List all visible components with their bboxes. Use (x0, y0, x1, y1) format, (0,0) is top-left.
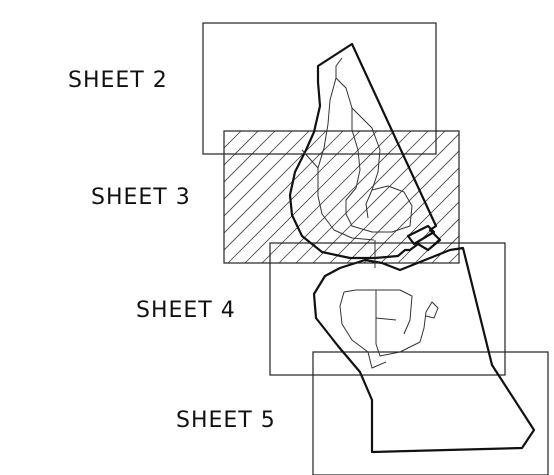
sheet-2-frame[interactable] (202, 22, 437, 155)
sheet-5-label: SHEET 5 (176, 408, 276, 433)
parcel-notch (406, 224, 436, 246)
sheet-3-frame[interactable] (223, 130, 460, 264)
hatch-line (224, 131, 310, 217)
hatch-line (312, 131, 446, 263)
sheet-4-label: SHEET 4 (136, 298, 236, 323)
hatch-line (278, 131, 412, 263)
hatch-line (244, 131, 378, 263)
hatch-line (227, 131, 361, 263)
hatch-line (224, 131, 276, 183)
site-boundary-north (288, 42, 442, 260)
road-network-south (339, 289, 439, 369)
sheet-3-hatch (224, 131, 554, 263)
hatch-line (346, 150, 459, 263)
road-network-north (301, 57, 413, 268)
site-boundary-south (312, 246, 536, 454)
hatch-line (224, 131, 259, 166)
hatch-line (363, 167, 459, 263)
sheet-2-label: SHEET 2 (68, 68, 168, 93)
hatch-line (414, 218, 459, 263)
hatch-line (517, 131, 554, 263)
sheet-5-frame[interactable] (312, 351, 549, 475)
hatch-line (295, 131, 429, 263)
hatch-line (261, 131, 395, 263)
hatch-line (224, 131, 293, 200)
hatch-line (224, 131, 344, 251)
hatch-line (380, 184, 459, 263)
hatch-line (500, 131, 554, 263)
hatch-line (534, 131, 554, 263)
hatch-line (329, 133, 459, 263)
hatch-line (431, 235, 459, 263)
sheet-3-label: SHEET 3 (91, 185, 191, 210)
sheet-4-frame[interactable] (269, 242, 506, 376)
